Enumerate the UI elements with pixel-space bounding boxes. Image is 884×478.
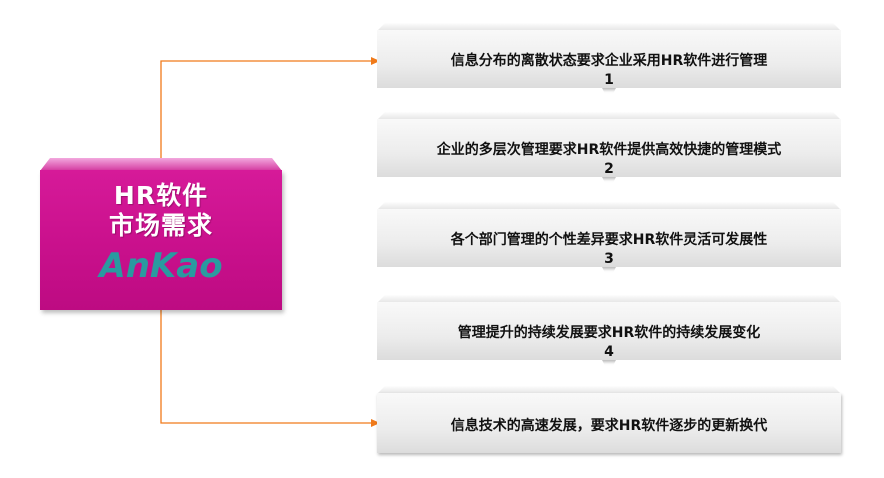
step-1-box: 信息分布的离散状态要求企业采用HR软件进行管理 1 [377,30,841,88]
step-3-box: 各个部门管理的个性差异要求HR软件灵活可发展性 3 [377,209,841,267]
source-title-line2: 市场需求 [108,211,213,240]
step-4-number: 4 [604,344,614,360]
step-3-label: 各个部门管理的个性差异要求HR软件灵活可发展性 [450,232,768,248]
connector-bottom [160,310,372,424]
step-1-top [377,23,841,31]
connector-top [160,60,372,158]
step-5-label: 信息技术的高速发展，要求HR软件逐步的更新换代 [450,418,768,434]
step-1-number: 1 [604,72,614,88]
step-3-top [377,202,841,210]
step-2-box: 企业的多层次管理要求HR软件提供高效快捷的管理模式 2 [377,119,841,177]
step-4-box: 管理提升的持续发展要求HR软件的持续发展变化 4 [377,302,841,360]
step-1-label: 信息分布的离散状态要求企业采用HR软件进行管理 [450,53,768,69]
ankao-logo: AnKao [99,246,223,286]
step-3-number: 3 [604,251,614,267]
step-4-top [377,295,841,303]
step-2-label: 企业的多层次管理要求HR软件提供高效快捷的管理模式 [436,142,782,158]
step-4-label: 管理提升的持续发展要求HR软件的持续发展变化 [457,325,761,341]
source-title-line1: HR软件 [113,181,209,210]
arrowhead-bottom [371,419,380,427]
step-2-top [377,112,841,120]
step-5-top [377,386,841,394]
source-box: HR软件 市场需求 AnKao [40,170,282,310]
step-5-box: 信息技术的高速发展，要求HR软件逐步的更新换代 [377,393,841,453]
arrowhead-top [371,57,380,65]
source-box-top [40,158,282,171]
step-2-number: 2 [604,161,614,177]
